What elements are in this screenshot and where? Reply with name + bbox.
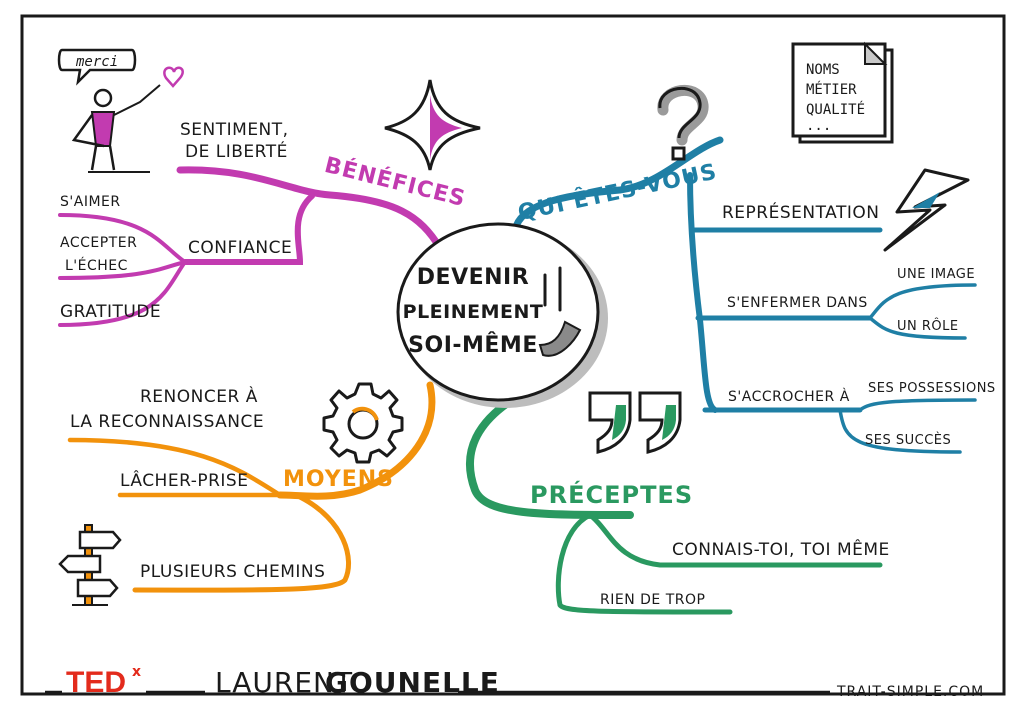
gratitude-label: GRATITUDE — [60, 302, 161, 322]
site-credit: TRAIT-SIMPLE.COM — [836, 684, 984, 700]
succes-line — [838, 408, 962, 454]
possessions-line — [858, 398, 977, 412]
gear-icon — [322, 382, 404, 464]
lightning-icon — [883, 168, 970, 252]
image-line — [868, 283, 977, 320]
note-line-4: ... — [806, 118, 831, 134]
moyens-main-line — [276, 381, 436, 500]
ted-x-logo: x — [132, 664, 141, 680]
center-node: DEVENIR PLEINEMENT SOI-MÊME — [396, 222, 608, 408]
lacher-label: LÂCHER-PRISE — [120, 469, 248, 491]
gratitude-line — [58, 260, 187, 327]
connais-label: CONNAIS-TOI, TOI MÊME — [672, 538, 890, 560]
lightning-fill — [912, 192, 940, 208]
role-line — [868, 316, 967, 340]
question-mark-icon — [657, 84, 709, 161]
qui-branch — [511, 136, 977, 454]
confiance-label: CONFIANCE — [188, 238, 292, 258]
center-line-3: SOI-MÊME — [408, 332, 538, 358]
frame-border — [20, 14, 1006, 696]
center-line-1: DEVENIR — [417, 265, 529, 290]
heart-balloon — [163, 66, 184, 88]
speech-text: merci — [75, 54, 118, 70]
renoncer-label-1: RENONCER À — [140, 385, 258, 407]
enfermer-label: S'ENFERMER DANS — [727, 295, 868, 311]
quote-icon — [588, 391, 682, 454]
rien-label: RIEN DE TROP — [600, 592, 705, 608]
person-icon: merci — [57, 48, 184, 173]
qui-main-line — [511, 136, 724, 234]
saimer-label: S'AIMER — [60, 194, 121, 210]
freedom-label-2: DE LIBERTÉ — [185, 140, 288, 162]
note-line-3: QUALITÉ — [806, 101, 865, 118]
ted-logo: TED — [66, 666, 126, 699]
moyens-branch — [67, 381, 436, 593]
possessions-label: SES POSSESSIONS — [868, 381, 996, 396]
role-label: UN RÔLE — [897, 318, 959, 334]
chemins-line — [132, 494, 351, 593]
image-label: UNE IMAGE — [897, 267, 975, 282]
connais-line — [587, 512, 883, 568]
renoncer-label-2: LA RECONNAISSANCE — [70, 412, 264, 432]
center-highlight — [538, 320, 582, 357]
note-line-2: MÉTIER — [806, 81, 857, 98]
succes-label: SES SUCCÈS — [865, 432, 951, 448]
qui-trunk-line — [687, 172, 718, 413]
sparkle-fill — [430, 95, 462, 160]
confiance-line — [182, 193, 315, 265]
accepter-label-2: L'ÉCHEC — [65, 257, 128, 274]
preceptes-branch — [466, 394, 883, 615]
center-shine — [543, 266, 562, 312]
saimer-line — [58, 213, 187, 264]
freedom-label-1: SENTIMENT, — [180, 120, 289, 140]
representation-label: REPRÉSENTATION — [722, 201, 879, 223]
accepter-line — [58, 260, 187, 280]
chemins-label: PLUSIEURS CHEMINS — [140, 562, 325, 582]
note-icon: NOMS MÉTIER QUALITÉ ... — [791, 41, 894, 144]
accepter-label-1: ACCEPTER — [60, 235, 137, 251]
footer: TED x LAURENT GOUNELLE TRAIT-SIMPLE.COM — [45, 664, 984, 700]
benefices-main-line — [176, 166, 444, 252]
benefices-branch — [58, 166, 444, 327]
benefices-title: BÉNÉFICES — [322, 152, 468, 212]
signpost-icon — [58, 524, 122, 606]
note-line-1: NOMS — [806, 62, 840, 78]
rien-line — [555, 512, 733, 615]
preceptes-main-line — [466, 394, 634, 519]
moyens-title: MOYENS — [283, 467, 394, 492]
preceptes-title: PRÉCEPTES — [530, 480, 693, 509]
speech-bubble — [57, 48, 137, 86]
center-line-2: PLEINEMENT — [403, 301, 544, 323]
author-last-name: GOUNELLE — [325, 666, 500, 699]
author-first-name: LAURENT — [215, 666, 353, 699]
renoncer-line — [67, 437, 283, 498]
accrocher-label: S'ACCROCHER À — [728, 388, 850, 405]
